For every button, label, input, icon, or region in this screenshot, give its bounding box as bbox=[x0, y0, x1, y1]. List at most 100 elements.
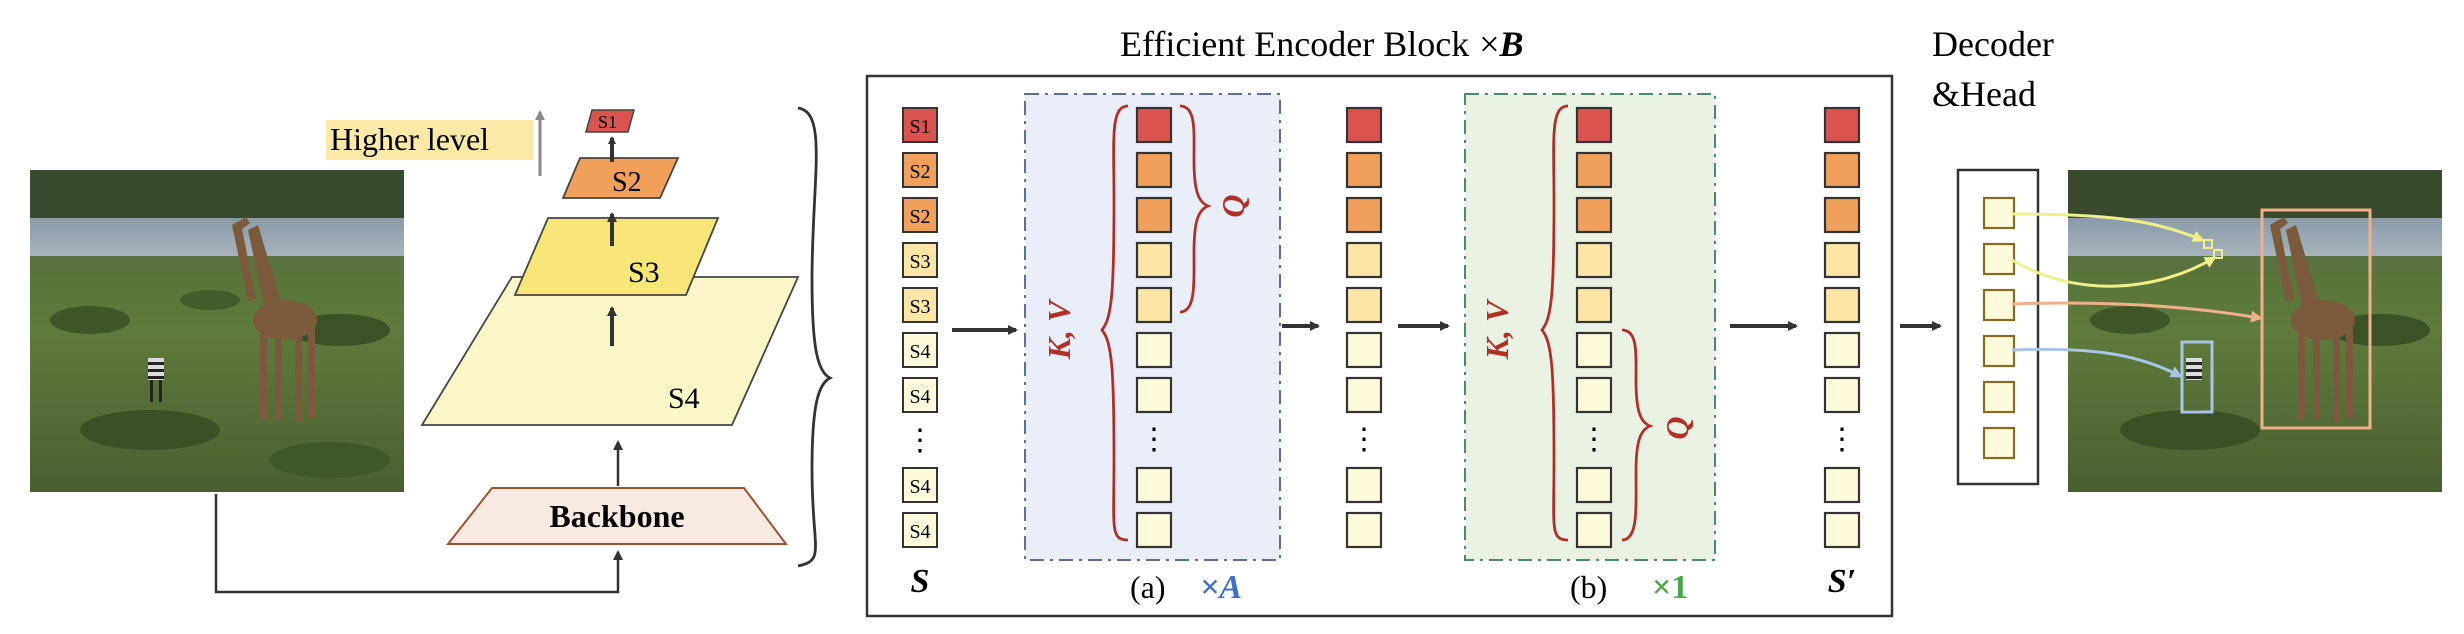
token-s3 bbox=[1823, 286, 1861, 324]
panel-b-kv-brace bbox=[1540, 104, 1569, 542]
panel-b-caption: (b) bbox=[1570, 569, 1607, 605]
encoder-frame bbox=[865, 74, 1894, 618]
token-s4 bbox=[902, 332, 938, 368]
token-s1 bbox=[1345, 106, 1383, 144]
s-label: S bbox=[911, 563, 930, 600]
token-s4 bbox=[1575, 331, 1613, 369]
token-s2 bbox=[902, 197, 938, 233]
giraffe-figure bbox=[232, 217, 317, 422]
token-label: S4 bbox=[909, 521, 930, 543]
token-s4 bbox=[1135, 511, 1173, 549]
output-photo bbox=[2068, 170, 2442, 492]
token-s4 bbox=[1823, 331, 1861, 369]
panel-a-kv-label: K, V bbox=[1041, 298, 1077, 360]
s2-label: S2 bbox=[612, 167, 642, 198]
token-s4 bbox=[1575, 466, 1613, 504]
panel-a-q-brace bbox=[1179, 104, 1212, 314]
decoder-query bbox=[1982, 334, 2016, 368]
token-ellipsis: ⋮ bbox=[1827, 423, 1857, 456]
decoder-head: Decoder &Head bbox=[1900, 24, 2054, 486]
token-column-s-prime: ⋮ bbox=[1823, 106, 1861, 549]
token-ellipsis: ⋮ bbox=[905, 424, 935, 457]
panel-a-kv-brace bbox=[1100, 104, 1129, 542]
token-label: S3 bbox=[909, 251, 930, 273]
token-s2 bbox=[1575, 151, 1613, 189]
token-s3 bbox=[1135, 241, 1173, 279]
token-label: S3 bbox=[909, 296, 930, 318]
token-s2 bbox=[1135, 151, 1173, 189]
token-s4 bbox=[1345, 331, 1383, 369]
s4-plane bbox=[420, 276, 800, 426]
panel-b-q-label: Q bbox=[1659, 416, 1695, 439]
token-s2 bbox=[1823, 151, 1861, 189]
token-s2 bbox=[902, 152, 938, 188]
pred-arrow-1 bbox=[2011, 212, 2205, 243]
pred-arrow-3 bbox=[2011, 301, 2263, 323]
token-column-b: ⋮ bbox=[1575, 106, 1613, 549]
token-s3 bbox=[1575, 286, 1613, 324]
decoder-query bbox=[1982, 196, 2016, 230]
panel-a-multiplier: ×A bbox=[1200, 569, 1242, 606]
token-s2 bbox=[1345, 196, 1383, 234]
token-s2 bbox=[1823, 196, 1861, 234]
token-s1 bbox=[1575, 106, 1613, 144]
decoder-query bbox=[1982, 242, 2016, 276]
tiny-bbox-2 bbox=[2213, 249, 2223, 259]
encoder-block: Efficient Encoder Block×B S1S2S2S3S3S4S4… bbox=[865, 24, 1894, 618]
token-column-a: ⋮ bbox=[1135, 106, 1173, 549]
input-photo bbox=[30, 170, 404, 492]
token-label: S1 bbox=[909, 116, 930, 138]
s2-plane bbox=[561, 157, 680, 199]
token-ellipsis: ⋮ bbox=[1349, 423, 1379, 456]
panel-b-kv-label: K, V bbox=[1479, 298, 1515, 360]
zebra-figure bbox=[148, 358, 164, 402]
token-label: S2 bbox=[909, 206, 930, 228]
token-s4 bbox=[1135, 376, 1173, 414]
token-s4 bbox=[1345, 511, 1383, 549]
pred-arrow-4 bbox=[2011, 347, 2183, 378]
token-s4 bbox=[1135, 466, 1173, 504]
tiny-bbox-1 bbox=[2203, 239, 2213, 249]
panel-a-caption: (a) bbox=[1130, 569, 1166, 605]
encoder-title: Efficient Encoder Block×B bbox=[1120, 24, 1524, 64]
token-label: S4 bbox=[909, 386, 930, 408]
token-ellipsis: ⋮ bbox=[1139, 423, 1169, 456]
token-s1 bbox=[1823, 106, 1861, 144]
photo-to-backbone-line bbox=[214, 494, 623, 594]
token-s3 bbox=[1135, 286, 1173, 324]
token-s4 bbox=[1345, 376, 1383, 414]
token-s4 bbox=[1823, 376, 1861, 414]
panel-b-q-brace bbox=[1621, 328, 1654, 542]
token-s1 bbox=[1135, 106, 1173, 144]
s3-plane bbox=[513, 217, 720, 296]
s1-label: S1 bbox=[598, 112, 617, 132]
token-s4 bbox=[1823, 466, 1861, 504]
token-s4 bbox=[902, 467, 938, 503]
s-prime-label: S′ bbox=[1828, 563, 1856, 600]
panel-a-q-label: Q bbox=[1215, 194, 1251, 217]
token-s2 bbox=[1345, 151, 1383, 189]
decoder-label-line2: &Head bbox=[1932, 74, 2036, 114]
token-s4 bbox=[1575, 511, 1613, 549]
token-s4 bbox=[902, 512, 938, 548]
token-label: S2 bbox=[909, 161, 930, 183]
token-s2 bbox=[1135, 196, 1173, 234]
pred-arrow-2 bbox=[2011, 256, 2217, 288]
token-s2 bbox=[1575, 196, 1613, 234]
decoder-query bbox=[1982, 288, 2016, 322]
decoder-query bbox=[1982, 380, 2016, 414]
token-s4 bbox=[1135, 331, 1173, 369]
panel-b-multiplier: ×1 bbox=[1652, 569, 1688, 606]
pyramid-brace bbox=[797, 106, 834, 568]
token-s4 bbox=[902, 377, 938, 413]
decoder-queries bbox=[1982, 196, 2016, 460]
token-label: S4 bbox=[909, 341, 930, 363]
higher-level-label: Higher level bbox=[330, 121, 489, 157]
token-s1 bbox=[902, 107, 938, 143]
token-s3 bbox=[1345, 241, 1383, 279]
token-s3 bbox=[1823, 241, 1861, 279]
token-s4 bbox=[1345, 466, 1383, 504]
token-s4 bbox=[1823, 511, 1861, 549]
token-label: S4 bbox=[909, 476, 930, 498]
